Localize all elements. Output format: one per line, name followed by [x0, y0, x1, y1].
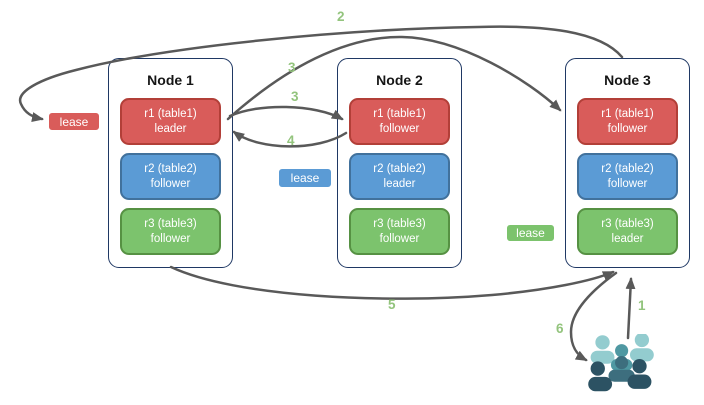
replica-range-label: r1 (table1)	[373, 107, 426, 120]
replica-role-label: follower	[150, 177, 191, 190]
replica-range-label: r1 (table1)	[601, 107, 654, 120]
replica-role-label: leader	[611, 232, 644, 245]
replica-role-label: follower	[607, 177, 648, 190]
node-3-replica-r1: r1 (table1) follower	[577, 98, 678, 145]
node-3-replica-r2: r2 (table2) follower	[577, 153, 678, 200]
replica-range-label: r3 (table3)	[601, 217, 654, 230]
step-label-1: 1	[638, 298, 646, 313]
replica-range-label: r3 (table3)	[373, 217, 426, 230]
lease-badge-red: lease	[47, 111, 101, 132]
replica-range-label: r2 (table2)	[601, 162, 654, 175]
node-3-title: Node 3	[604, 72, 651, 88]
node-1-replica-r2: r2 (table2) follower	[120, 153, 221, 200]
node-2-title: Node 2	[376, 72, 423, 88]
node-1-replica-r1: r1 (table1) leader	[120, 98, 221, 145]
replica-role-label: leader	[383, 177, 416, 190]
replica-role-label: follower	[150, 232, 191, 245]
step-label-3-upper: 3	[288, 60, 296, 75]
node-3: Node 3 r1 (table1) follower r2 (table2) …	[565, 58, 690, 268]
node-1-title: Node 1	[147, 72, 194, 88]
lease-badge-blue: lease	[277, 167, 333, 189]
node-1: Node 1 r1 (table1) leader r2 (table2) fo…	[108, 58, 233, 268]
replica-role-label: follower	[379, 232, 420, 245]
step-label-6: 6	[556, 321, 564, 336]
arrow-step-1	[625, 277, 636, 340]
node-2-replica-r1: r1 (table1) follower	[349, 98, 450, 145]
replica-range-label: r2 (table2)	[373, 162, 426, 175]
node-3-replica-r3: r3 (table3) leader	[577, 208, 678, 255]
node-2: Node 2 r1 (table1) follower r2 (table2) …	[337, 58, 462, 268]
replica-range-label: r3 (table3)	[144, 217, 197, 230]
replica-role-label: follower	[379, 122, 420, 135]
lease-badge-green: lease	[505, 223, 556, 243]
replica-range-label: r1 (table1)	[144, 107, 197, 120]
replica-role-label: follower	[607, 122, 648, 135]
arrow-step-3-to-node2	[228, 105, 344, 121]
node-1-replica-r3: r3 (table3) follower	[120, 208, 221, 255]
replica-role-label: leader	[154, 122, 187, 135]
node-2-replica-r2: r2 (table2) leader	[349, 153, 450, 200]
arrow-step-5	[169, 265, 615, 300]
step-label-3-lower: 3	[291, 89, 299, 104]
node-2-replica-r3: r3 (table3) follower	[349, 208, 450, 255]
step-label-2: 2	[337, 9, 345, 24]
users-group-icon	[588, 334, 654, 392]
step-label-5: 5	[388, 297, 396, 312]
replica-range-label: r2 (table2)	[144, 162, 197, 175]
step-label-4: 4	[287, 133, 295, 148]
